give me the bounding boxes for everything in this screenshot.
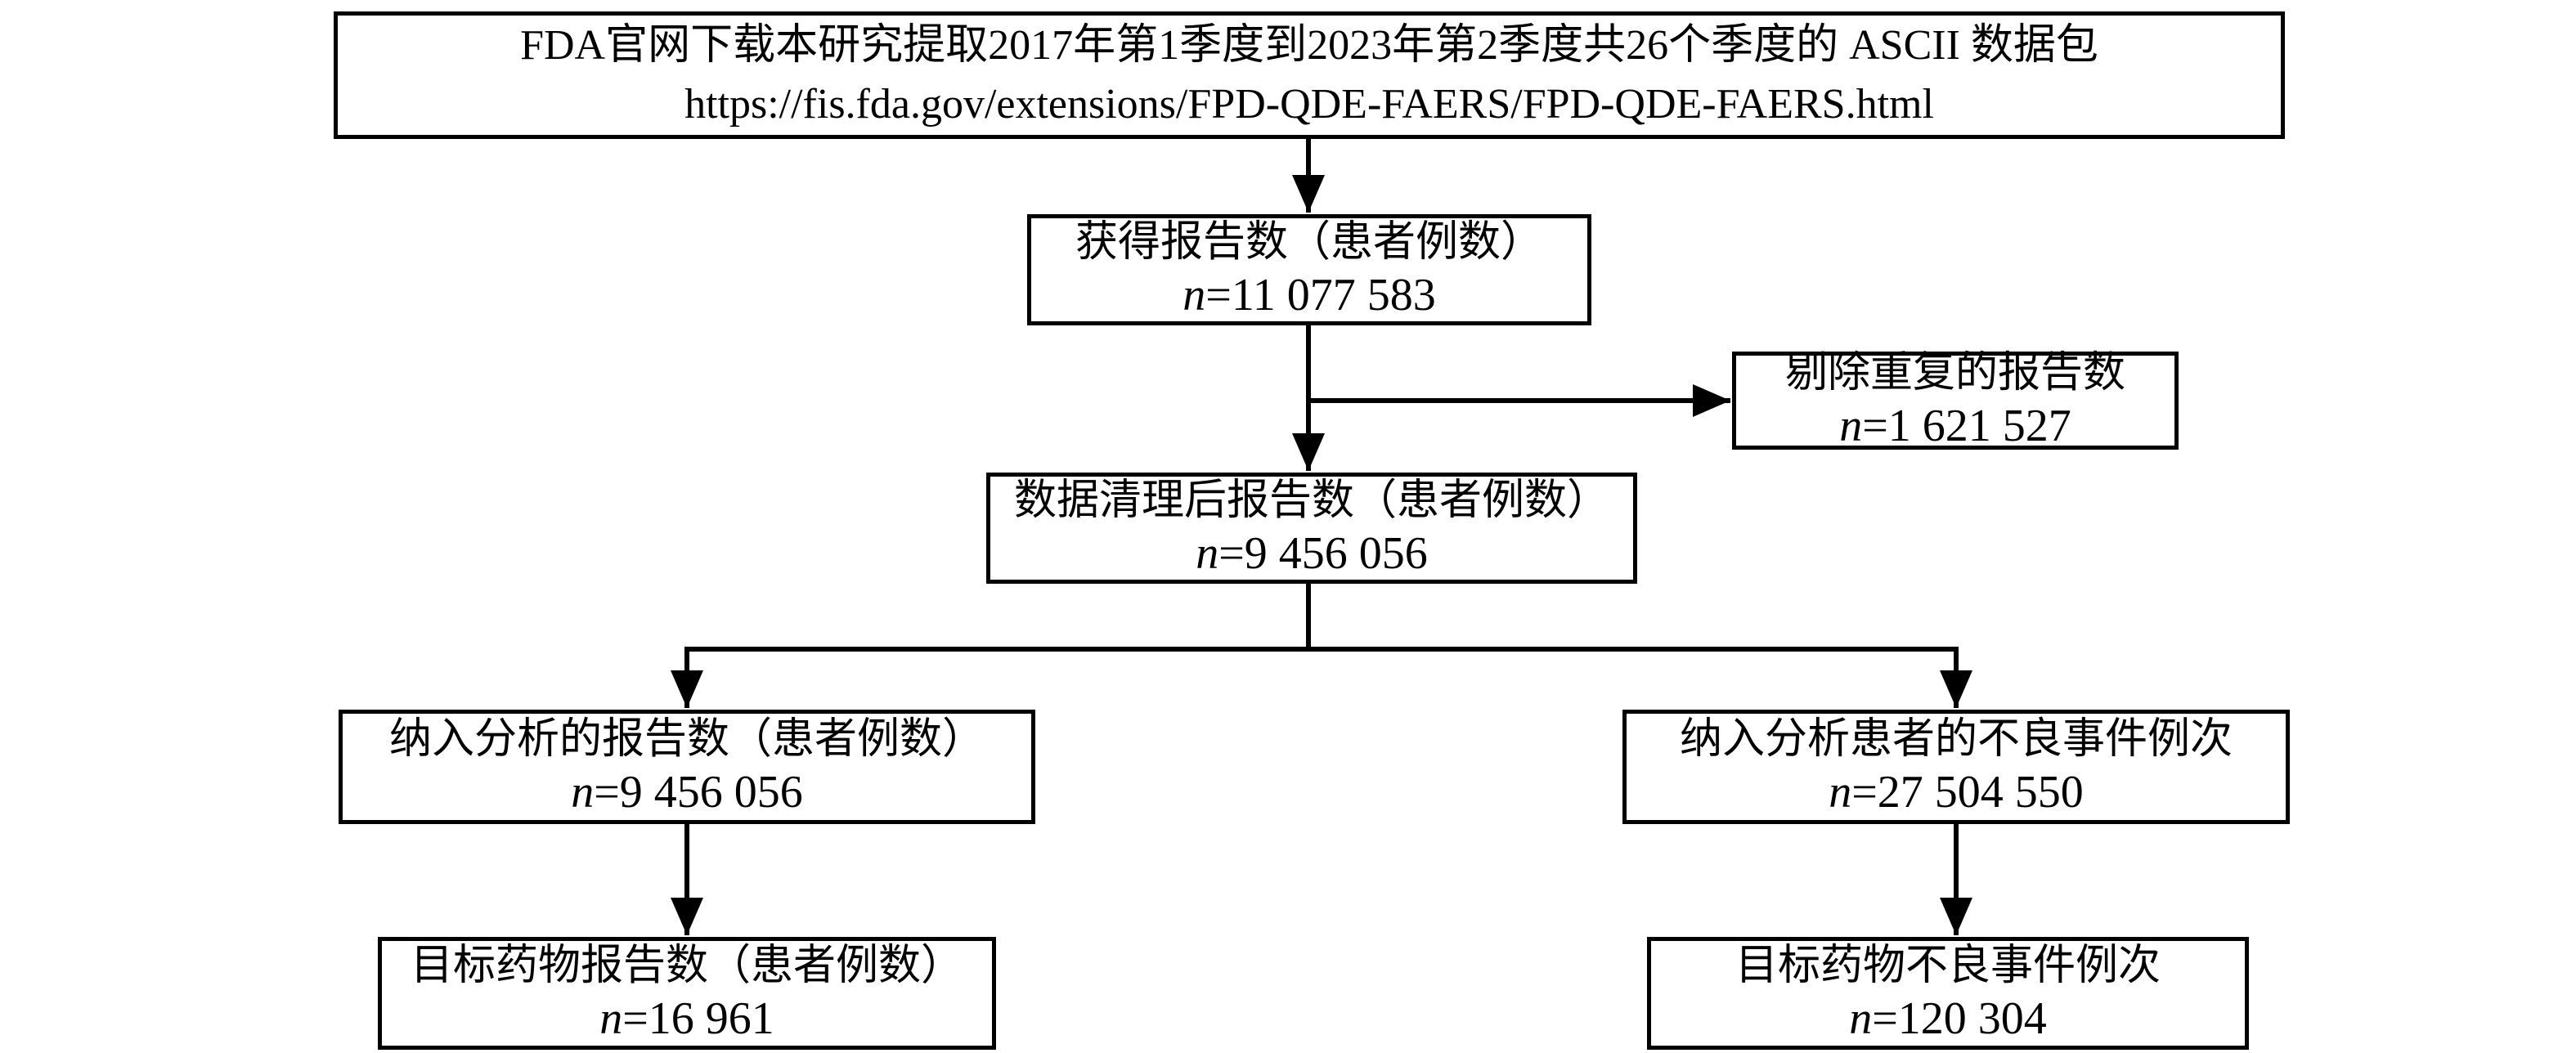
target-drug-reports-label: 目标药物报告数（患者例数） xyxy=(410,943,963,989)
target-drug-reports-count: n=16 961 xyxy=(599,993,774,1044)
node-cleaned-reports: 数据清理后报告数（患者例数） n=9 456 056 xyxy=(986,473,1637,584)
target-drug-adverse-events-label: 目标药物不良事件例次 xyxy=(1735,943,2161,989)
included-adverse-events-count: n=27 504 550 xyxy=(1829,767,2084,818)
included-reports-count: n=9 456 056 xyxy=(571,767,803,818)
removed-duplicates-count: n=1 621 527 xyxy=(1839,401,2071,451)
node-included-adverse-events: 纳入分析患者的不良事件例次 n=27 504 550 xyxy=(1622,710,2290,824)
obtained-reports-label: 获得报告数（患者例数） xyxy=(1075,219,1543,266)
target-drug-adverse-events-count: n=120 304 xyxy=(1849,993,2047,1044)
obtained-reports-count: n=11 077 583 xyxy=(1183,270,1436,320)
included-adverse-events-label: 纳入分析患者的不良事件例次 xyxy=(1679,716,2233,763)
cleaned-reports-label: 数据清理后报告数（患者例数） xyxy=(1013,477,1609,524)
data-source-title: FDA官网下载本研究提取2017年第1季度到2023年第2季度共26个季度的 A… xyxy=(520,22,2098,69)
node-target-drug-adverse-events: 目标药物不良事件例次 n=120 304 xyxy=(1647,937,2249,1050)
cleaned-reports-count: n=9 456 056 xyxy=(1196,528,1428,579)
node-target-drug-reports: 目标药物报告数（患者例数） n=16 961 xyxy=(378,937,996,1050)
included-reports-label: 纳入分析的报告数（患者例数） xyxy=(388,716,985,763)
removed-duplicates-label: 剔除重复的报告数 xyxy=(1784,350,2125,397)
node-removed-duplicates: 剔除重复的报告数 n=1 621 527 xyxy=(1732,350,2179,451)
node-obtained-reports: 获得报告数（患者例数） n=11 077 583 xyxy=(1027,214,1591,325)
data-source-url: https://fis.fda.gov/extensions/FPD-QDE-F… xyxy=(684,81,1934,128)
node-data-source: FDA官网下载本研究提取2017年第1季度到2023年第2季度共26个季度的 A… xyxy=(334,11,2285,139)
node-included-reports: 纳入分析的报告数（患者例数） n=9 456 056 xyxy=(339,710,1035,824)
